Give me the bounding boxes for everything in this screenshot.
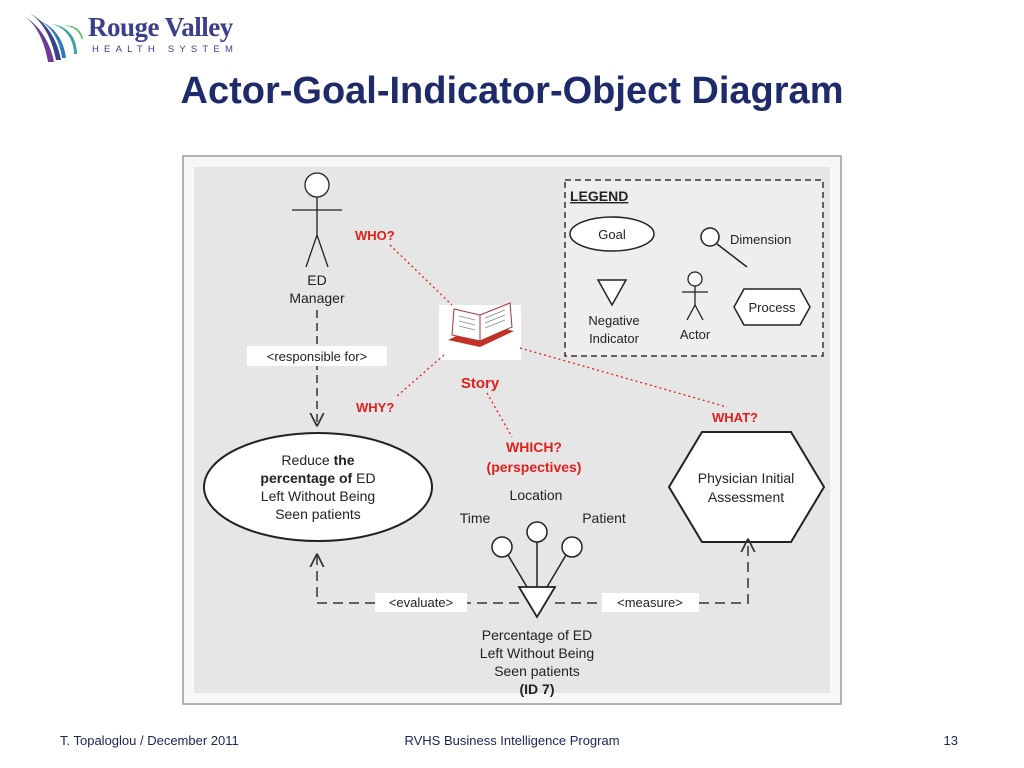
actor-label-ed: ED xyxy=(307,272,326,288)
actor-ed-manager-icon xyxy=(292,172,342,268)
legend-dimension-icon xyxy=(700,227,720,247)
legend: LEGEND Goal Dimension Negative Indicator… xyxy=(564,179,824,357)
agio-diagram: LEGEND Goal Dimension Negative Indicator… xyxy=(182,155,842,705)
indicator-label-line2: Left Without Being xyxy=(480,645,594,661)
legend-process-shape xyxy=(733,288,811,326)
legend-goal-label: Goal xyxy=(598,227,626,242)
logo: Rouge Valley HEALTH SYSTEM xyxy=(22,10,233,66)
goal-text-line3: Left Without Being xyxy=(261,488,375,504)
why-label: WHY? xyxy=(356,400,394,415)
logo-subtitle: HEALTH SYSTEM xyxy=(92,44,239,55)
who-label: WHO? xyxy=(355,228,395,243)
legend-box xyxy=(564,179,824,357)
page-title: Actor-Goal-Indicator-Object Diagram xyxy=(180,70,844,112)
measure-label: <measure> xyxy=(617,595,683,610)
indicator-triangle xyxy=(517,586,557,619)
legend-indicator-label: Indicator xyxy=(589,331,640,346)
legend-negative-indicator-icon xyxy=(596,279,628,307)
process-label-line1: Physician Initial xyxy=(698,470,795,486)
legend-actor-icon xyxy=(682,271,708,321)
story-book-icon xyxy=(439,302,521,360)
perspectives-label: (perspectives) xyxy=(487,459,582,475)
footer-program: RVHS Business Intelligence Program xyxy=(404,733,620,748)
legend-goal-shape xyxy=(569,216,655,252)
goal-ellipse xyxy=(203,432,433,542)
goal-text-line2: percentage of ED xyxy=(260,470,375,486)
dimension-location-icon xyxy=(526,521,548,543)
story-label: Story xyxy=(461,375,500,392)
legend-dimension-stem xyxy=(716,243,748,268)
responsible-label: <responsible for> xyxy=(267,349,367,364)
dimension-stems xyxy=(507,540,567,588)
process-hexagon xyxy=(667,431,826,543)
indicator-label-line3: Seen patients xyxy=(494,663,580,679)
what-label: WHAT? xyxy=(712,410,758,425)
measure-label-bg xyxy=(602,593,699,612)
legend-process-label: Process xyxy=(749,300,796,315)
legend-actor-label: Actor xyxy=(680,327,711,342)
story-connectors xyxy=(389,244,728,438)
actor-label-manager: Manager xyxy=(289,290,345,306)
dimension-time-label: Time xyxy=(460,510,491,526)
dimension-patient-label: Patient xyxy=(582,510,626,526)
goal-text-line1: Reduce the xyxy=(281,452,354,468)
evaluate-label-bg xyxy=(375,593,467,612)
dimension-time-icon xyxy=(491,536,513,558)
dimension-location-label: Location xyxy=(510,487,563,503)
legend-dimension-label: Dimension xyxy=(730,232,791,247)
dimension-patient-icon xyxy=(561,536,583,558)
legend-negative-label: Negative xyxy=(588,313,639,328)
responsible-label-bg xyxy=(247,346,387,366)
indicator-label-line4: (ID 7) xyxy=(520,681,555,697)
logo-name: Rouge Valley xyxy=(88,12,233,42)
which-label: WHICH? xyxy=(506,439,562,455)
evaluate-label: <evaluate> xyxy=(389,595,453,610)
process-label-line2: Assessment xyxy=(708,489,784,505)
legend-title: LEGEND xyxy=(570,188,628,204)
indicator-label-line1: Percentage of ED xyxy=(482,627,593,643)
logo-swoosh-icon xyxy=(24,12,83,62)
slide-number: 13 xyxy=(943,733,958,748)
footer-author: T. Topaloglou / December 2011 xyxy=(60,733,239,748)
goal-text-line4: Seen patients xyxy=(275,506,361,522)
